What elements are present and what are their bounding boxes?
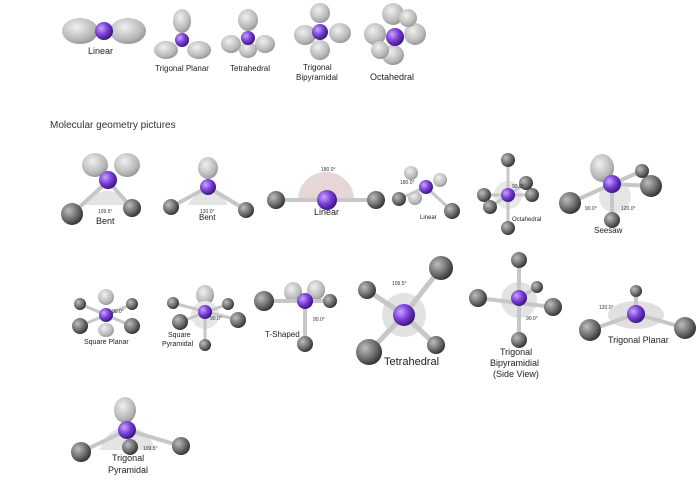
seesaw-molecule: 90.0° 120.0° Seesaw [559, 154, 662, 235]
octahedral-angle: 90.0° [512, 184, 524, 190]
top-trigonal-planar-molecule: Trigonal Planar [154, 9, 211, 73]
octahedral-label: Octahedral [512, 217, 541, 223]
top-trigonal-bipyramidal-molecule: Trigonal Bipyramidal [294, 3, 351, 82]
tbp-side-molecule: 90.0° Trigonal Bipyramidial (Side View) [469, 252, 562, 379]
t-shaped-angle: 90.0° [313, 317, 325, 323]
trigonal-planar-molecule: 120.0° Trigonal Planar [579, 285, 696, 345]
trigonal-pyramidal-label-1: Trigonal [112, 453, 144, 463]
top-octahedral-label: Octahedral [370, 72, 414, 82]
t-shaped-molecule: 90.0° T-Shaped [254, 280, 337, 352]
bent-109-angle: 109.5° [98, 209, 113, 215]
trigonal-planar-label: Trigonal Planar [608, 335, 669, 345]
tbp-side-label-2: Bipyramidial [490, 358, 539, 368]
square-planar-angle: 90.0° [112, 309, 124, 315]
square-pyramidal-label-1: Square [168, 332, 191, 339]
top-tetrahedral-molecule: Tetrahedral [221, 9, 275, 73]
octahedral-molecule: 90.0° Octahedral [477, 153, 541, 235]
tetrahedral-molecule: 109.5° Tetrahedral [356, 256, 453, 368]
top-tetrahedral-label: Tetrahedral [230, 64, 270, 73]
tetrahedral-label: Tetrahedral [384, 356, 439, 368]
linear-small-angle: 180.0° [400, 180, 415, 186]
square-pyramidal-angle: 90.0° [210, 316, 222, 322]
square-planar-label: Square Planar [84, 339, 129, 346]
bent-120-label: Bent [199, 213, 216, 222]
tbp-side-label-1: Trigonal [500, 347, 532, 357]
bent-109-molecule: 109.5° Bent [61, 153, 141, 226]
top-linear-molecule: Linear [62, 18, 146, 56]
seesaw-angle-a: 90.0° [585, 206, 597, 212]
linear-small-molecule: 180.0° Linear [392, 166, 460, 221]
bent-120-molecule: 120.0° Bent [163, 157, 254, 222]
bent-109-label: Bent [96, 216, 115, 226]
linear-180-molecule: 180.0° Linear [267, 167, 385, 217]
bent-120-angle: 120.0° [200, 209, 215, 215]
tbp-side-label-3: (Side View) [493, 369, 539, 379]
t-shaped-label: T-Shaped [265, 330, 300, 339]
top-linear-label: Linear [88, 46, 113, 56]
top-tbp-label-2: Bipyramidal [296, 73, 338, 82]
square-pyramidal-molecule: 90.0° Square Pyramidal [162, 285, 246, 351]
top-trigonal-planar-label: Trigonal Planar [155, 64, 209, 73]
trigonal-planar-angle: 120.0° [599, 305, 614, 311]
trigonal-pyramidal-label-2: Pyramidal [108, 465, 148, 475]
tbp-side-angle: 90.0° [526, 316, 538, 322]
section-heading: Molecular geometry pictures [50, 120, 176, 131]
top-octahedral-molecule: Octahedral [364, 3, 426, 82]
linear-180-label: Linear [314, 207, 339, 217]
seesaw-label: Seesaw [594, 226, 623, 235]
trigonal-pyramidal-molecule: 109.5° Trigonal Pyramidal [71, 397, 190, 475]
square-pyramidal-label-2: Pyramidal [162, 341, 194, 348]
top-tbp-label-1: Trigonal [303, 63, 332, 72]
seesaw-angle-b: 120.0° [621, 206, 636, 212]
linear-180-angle: 180.0° [321, 167, 336, 173]
trigonal-pyramidal-angle: 109.5° [143, 446, 158, 452]
linear-small-label: Linear [420, 215, 437, 221]
square-planar-molecule: 90.0° Square Planar [72, 289, 140, 346]
tetrahedral-angle: 109.5° [392, 281, 407, 287]
